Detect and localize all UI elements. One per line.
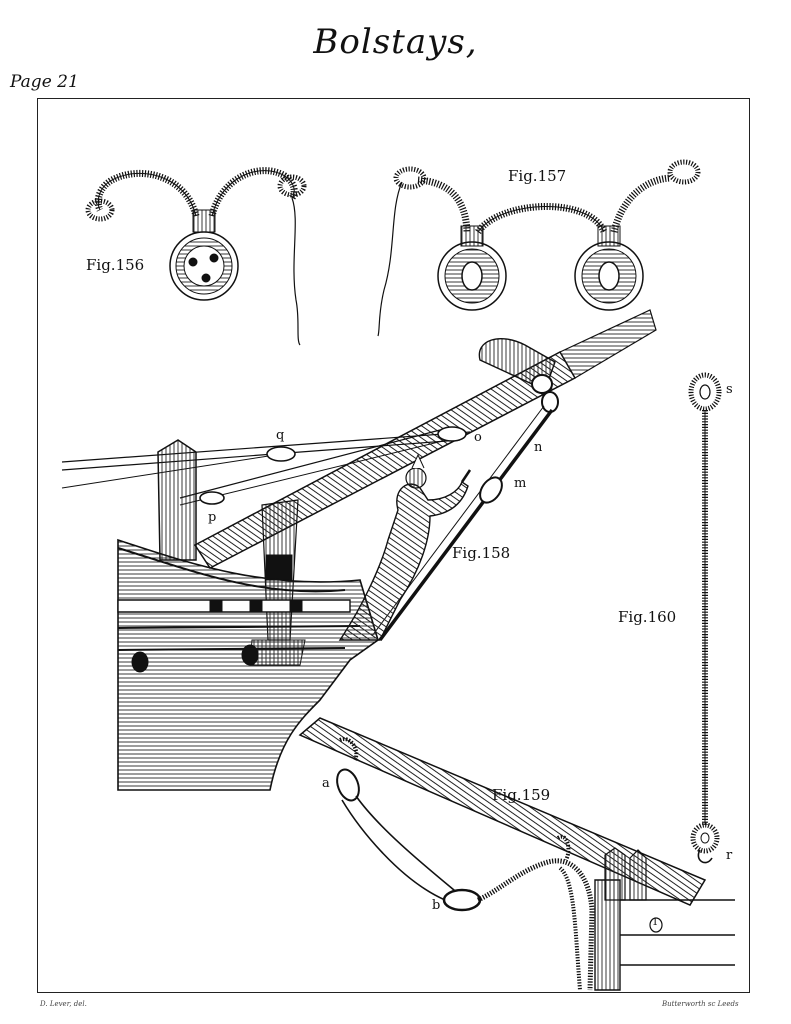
letter-q: q <box>276 428 285 443</box>
credit-engraver: Butterworth sc Leeds <box>662 1000 739 1008</box>
fig156-grommet <box>85 167 307 346</box>
letter-o: o <box>474 430 482 445</box>
letter-a: a <box>322 776 330 791</box>
fig156-label: Fig.156 <box>86 256 145 274</box>
letter-b: b <box>432 898 441 913</box>
number-one: 1 <box>652 917 659 928</box>
letter-n: n <box>534 440 543 455</box>
page-title: Bolstays, <box>313 22 478 62</box>
letter-s: s <box>726 382 733 397</box>
letter-p: p <box>208 510 217 525</box>
fig157-label: Fig.157 <box>508 167 567 185</box>
credit-draughtsman: D. Lever, del. <box>40 1000 87 1008</box>
fig157-double-grommet <box>377 159 701 337</box>
fig160-label: Fig.160 <box>618 608 677 626</box>
fig160-pendant <box>688 372 722 864</box>
plate-frame <box>37 98 750 993</box>
fig159-label: Fig.159 <box>492 786 551 804</box>
fig159-bowsprit-collar <box>298 717 735 991</box>
page-number: Page 21 <box>10 72 79 92</box>
letter-m: m <box>514 476 527 491</box>
letter-r: r <box>726 848 733 863</box>
fig158-label: Fig.158 <box>452 544 511 562</box>
fig158-bow-bowsprit <box>61 309 657 791</box>
